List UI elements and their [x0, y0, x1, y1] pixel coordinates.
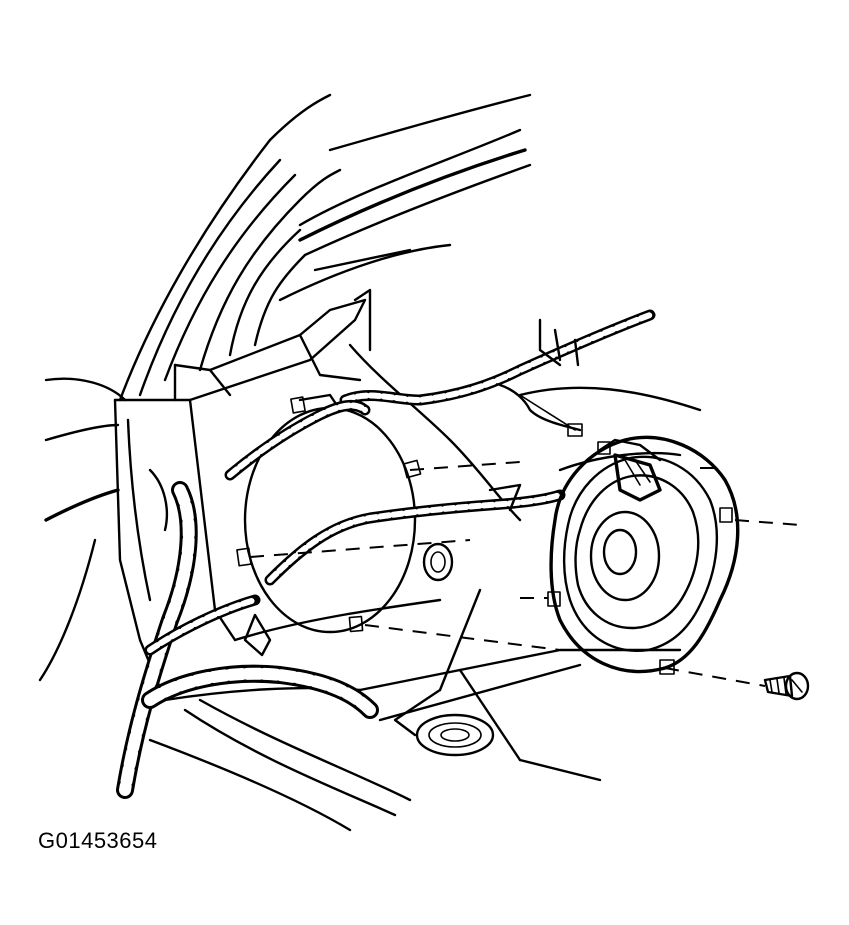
screw-icon [763, 671, 810, 701]
figure-id-label: G01453654 [38, 828, 158, 853]
speaker-icon [547, 435, 740, 675]
wiring-harness-icon [224, 309, 656, 586]
wiring-harness-lower-icon [116, 481, 379, 799]
speaker-opening-icon [236, 393, 422, 657]
window-frame-icon [118, 93, 532, 402]
door-panel-icon [38, 288, 702, 832]
alignment-lines [249, 461, 801, 687]
grommet-icon [415, 542, 495, 757]
